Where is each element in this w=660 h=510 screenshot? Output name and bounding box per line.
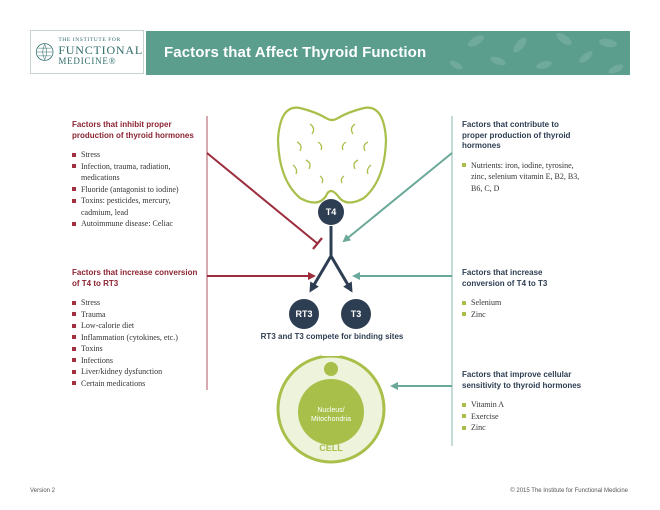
copyright-label: © 2015 The Institute for Functional Medi… (510, 488, 628, 494)
list-item: Certain medications (72, 378, 204, 390)
list-item: Low-calorie diet (72, 320, 204, 332)
list-item: Liver/kidney dysfunction (72, 366, 204, 378)
logo-line2: MEDICINE® (58, 56, 117, 67)
contribute-factors-block: Factors that contribute to proper produc… (462, 120, 582, 194)
rt3-label: RT3 (295, 309, 312, 319)
title-banner: Factors that Affect Thyroid Function (146, 31, 630, 75)
list-item: Infections (72, 355, 204, 367)
inhibit-heading: Factors that inhibit proper production o… (72, 120, 194, 140)
t4-node (318, 199, 344, 225)
list-item: Zinc (462, 422, 582, 434)
list-item: Fluoride (antagonist to iodine) (72, 184, 204, 196)
list-item: Toxins (72, 343, 204, 355)
t3-heading: Factors that increase conversion of T4 t… (462, 268, 548, 288)
list-item: Infection, trauma, radiation, medication… (72, 161, 204, 184)
nucleus-label-1: Nucleus/ (317, 407, 344, 414)
list-item: Stress (72, 297, 204, 309)
logo-small-text: THE INSTITUTE FOR (58, 36, 121, 43)
sensitivity-heading: Factors that improve cellular sensitivit… (462, 370, 582, 390)
inhibit-arrow-bar (312, 237, 323, 250)
banner-leaf-pattern (449, 32, 624, 74)
rt3-node (289, 299, 319, 329)
branch-to-t3 (329, 255, 353, 293)
page-title: Factors that Affect Thyroid Function (164, 44, 427, 61)
list-item: Inflammation (cytokines, etc.) (72, 332, 204, 344)
t3-node (341, 299, 371, 329)
list-item: Autoimmune disease: Celiac (72, 218, 204, 230)
logo-line1: FUNCTIONAL (58, 43, 143, 58)
cell-label: CELL (319, 443, 343, 453)
ifm-logo: THE INSTITUTE FOR FUNCTIONAL MEDICINE® (30, 30, 144, 74)
list-item: Zinc (462, 309, 582, 321)
nucleus (298, 379, 364, 445)
compete-caption: RT3 and T3 compete for binding sites (260, 332, 404, 341)
sensitivity-factors-block: Factors that improve cellular sensitivit… (462, 370, 582, 434)
inhibit-arrow (206, 152, 319, 245)
contribute-arrow (342, 152, 453, 243)
t3-label: T3 (351, 309, 362, 319)
inhibit-factors-block: Factors that inhibit proper production o… (72, 120, 204, 230)
branch-to-rt3 (309, 255, 333, 293)
list-item: Trauma (72, 309, 204, 321)
receptor-site (322, 347, 340, 356)
list-item: Stress (72, 149, 204, 161)
ifm-globe-icon (35, 43, 54, 61)
list-item: Selenium (462, 297, 582, 309)
list-item: Exercise (462, 411, 582, 423)
contribute-heading: Factors that contribute to proper produc… (462, 120, 571, 150)
version-label: Version 2 (30, 488, 56, 494)
t3-factors-block: Factors that increase conversion of T4 t… (462, 268, 582, 320)
rt3-factors-block: Factors that increase conversion of T4 t… (72, 268, 204, 389)
list-item: Nutrients: iron, iodine, tyrosine, zinc,… (462, 160, 582, 195)
list-item: Vitamin A (462, 399, 582, 411)
receptor-dot (324, 362, 338, 376)
nucleus-label-2: Mitochondria (311, 416, 351, 423)
rt3-heading: Factors that increase conversion of T4 t… (72, 268, 198, 288)
t4-label: T4 (326, 207, 337, 217)
thyroid-gland-icon (276, 106, 388, 204)
list-item: Toxins: pesticides, mercury, cadmium, le… (72, 195, 204, 218)
